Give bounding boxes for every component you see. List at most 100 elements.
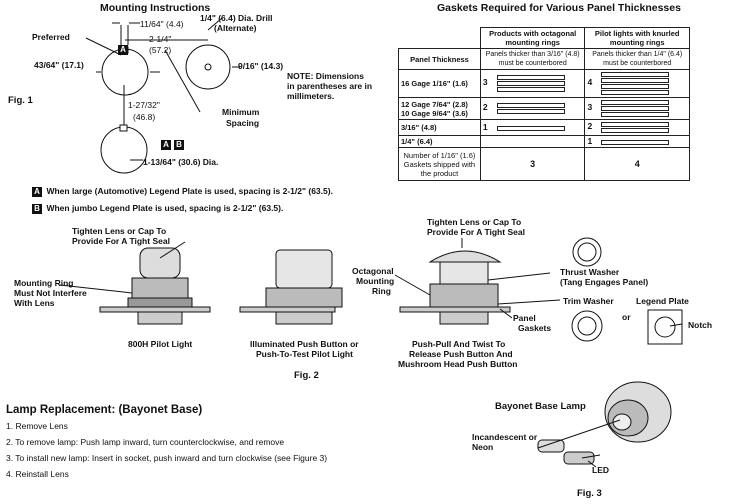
gasket-bar <box>496 87 565 92</box>
gasket-count: 1 <box>482 122 488 132</box>
mounting-title: Mounting Instructions <box>100 2 211 14</box>
fig3-drawing <box>537 381 672 468</box>
gasket-count: 4 <box>587 77 593 88</box>
note-a-marker: A <box>32 187 42 197</box>
drill-alt-label: (Alternate) <box>214 23 257 33</box>
gasket-bars <box>601 139 670 146</box>
gasket-count: 3 <box>587 102 593 113</box>
row-thickness-label: 1/4" (6.4) <box>398 135 481 148</box>
tighten-b-line-2: Provide For A Tight Seal <box>427 227 525 237</box>
dim-43-64: 43/64" (17.1) <box>34 60 84 70</box>
fig2-drawing <box>59 237 683 345</box>
gasket-bar <box>601 139 670 145</box>
mounting-ring-line-2: Must Not Interfere <box>14 288 87 298</box>
mounting-ring-line-3: With Lens <box>14 298 55 308</box>
dia-label: 1-13/64" (30.6) Dia. <box>143 157 219 167</box>
row-octagonal-cell <box>479 135 586 148</box>
footer-label: Number of 1/16" (1.6) Gaskets shipped wi… <box>398 147 481 181</box>
minimum-label: Minimum <box>222 107 260 117</box>
fig3-label: Fig. 3 <box>577 488 602 499</box>
fig2-label: Fig. 2 <box>294 370 319 381</box>
gasket-bar <box>601 90 670 95</box>
gasket-count: 2 <box>482 102 488 113</box>
gasket-bars <box>496 125 565 132</box>
table-row: 3/16" (4.8)1 2 <box>398 119 690 136</box>
gasket-bars <box>601 99 670 118</box>
panel-thickness-header: Panel Thickness <box>398 48 481 70</box>
fig1-label: Fig. 1 <box>8 95 33 106</box>
gasket-bars <box>496 74 565 93</box>
note-b: B When jumbo Legend Plate is used, spaci… <box>32 198 283 216</box>
gasket-bar <box>601 106 670 111</box>
drill-label: 1/4" (6.4) Dia. Drill <box>200 13 273 23</box>
mounting-ring-line-1: Mounting Ring <box>14 278 74 288</box>
gaskets-label: Gaskets <box>518 323 552 333</box>
notch-label: Notch <box>688 320 713 330</box>
gaskets-table: Products with octagonal mounting rings P… <box>398 27 690 181</box>
pushpull-line-1: Push-Pull And Twist To <box>412 339 506 349</box>
row-thickness-label: 12 Gage 7/64" (2.8) 10 Gage 9/64" (3.6) <box>398 97 481 120</box>
tighten-line-2: Provide For A Tight Seal <box>72 236 170 246</box>
gasket-bar <box>496 103 565 108</box>
lamp-step: 3. To install new lamp: Insert in socket… <box>6 453 328 463</box>
led-label: LED <box>592 465 609 475</box>
gasket-count: 3 <box>482 77 488 88</box>
table-corner <box>398 27 481 49</box>
gasket-bar <box>601 78 670 83</box>
gasket-bar <box>601 128 670 133</box>
illuminated-line-2: Push-To-Test Pilot Light <box>256 349 353 359</box>
gasket-bar <box>601 122 670 127</box>
illuminated-line-1: Illuminated Push Button or <box>250 339 359 349</box>
gasket-bar <box>601 112 670 117</box>
dim-1-27-32: 1-27/32" <box>128 100 160 110</box>
label-a-marker: A <box>118 45 128 55</box>
gasket-count: 1 <box>587 136 593 146</box>
note-a: A When large (Automotive) Legend Plate i… <box>32 181 333 199</box>
lamp-steps: 1. Remove Lens 2. To remove lamp: Push l… <box>6 418 327 482</box>
label-b-marker: B <box>174 140 184 150</box>
footer-octagonal: 3 <box>479 147 586 181</box>
gasket-bar <box>496 109 565 114</box>
gasket-count: 2 <box>587 121 593 132</box>
fig1-drawing <box>85 17 240 174</box>
dim-9-16: 9/16" (14.3) <box>238 61 284 71</box>
gasket-bars <box>601 121 670 134</box>
note-knurled: Panels thicker than 1/4" (6.4) must be c… <box>584 48 690 70</box>
gasket-bar <box>601 72 670 77</box>
note-line-1: NOTE: Dimensions <box>287 71 364 81</box>
lamp-title: Lamp Replacement: (Bayonet Base) <box>6 404 203 416</box>
row-octagonal-cell: 1 <box>479 119 586 136</box>
lamp-step: 2. To remove lamp: Push lamp inward, tur… <box>6 437 285 447</box>
gaskets-title: Gaskets Required for Various Panel Thick… <box>437 2 681 14</box>
row-thickness-label: 3/16" (4.8) <box>398 119 481 136</box>
pushpull-line-3: Mushroom Head Push Button <box>398 359 518 369</box>
incandescent-line-2: Neon <box>472 442 494 452</box>
lamp-step: 1. Remove Lens <box>6 421 68 431</box>
note-line-2: in parentheses are in <box>287 81 373 91</box>
label-a-marker-2: A <box>161 140 171 150</box>
trim-washer-label: Trim Washer <box>563 296 614 306</box>
pilot-light-label: 800H Pilot Light <box>128 339 193 349</box>
or-label: or <box>622 312 631 322</box>
row-knurled-cell: 3 <box>584 97 690 120</box>
note-a-text: When large (Automotive) Legend Plate is … <box>46 186 333 196</box>
pushpull-line-2: Release Push Button And <box>409 349 513 359</box>
dim-2-1-4: 2-1/4" <box>149 34 172 44</box>
legend-plate-label: Legend Plate <box>636 296 689 306</box>
gasket-bar <box>496 75 565 80</box>
row-knurled-cell: 4 <box>584 69 690 98</box>
dim-46-8: (46.8) <box>133 112 156 122</box>
tighten-b-line-1: Tighten Lens or Cap To <box>427 217 522 227</box>
dim-57-2: (57.2) <box>149 45 172 55</box>
note-b-text: When jumbo Legend Plate is used, spacing… <box>46 203 284 213</box>
row-octagonal-cell: 2 <box>479 97 586 120</box>
gasket-bar <box>496 81 565 86</box>
panel-label: Panel <box>513 313 536 323</box>
row-knurled-cell: 1 <box>584 135 690 148</box>
preferred-label: Preferred <box>32 32 70 42</box>
thrust-line-1: Thrust Washer <box>560 267 620 277</box>
col-knurled-header: Pilot lights with knurled mounting rings <box>584 27 690 49</box>
footer-knurled: 4 <box>584 147 690 181</box>
